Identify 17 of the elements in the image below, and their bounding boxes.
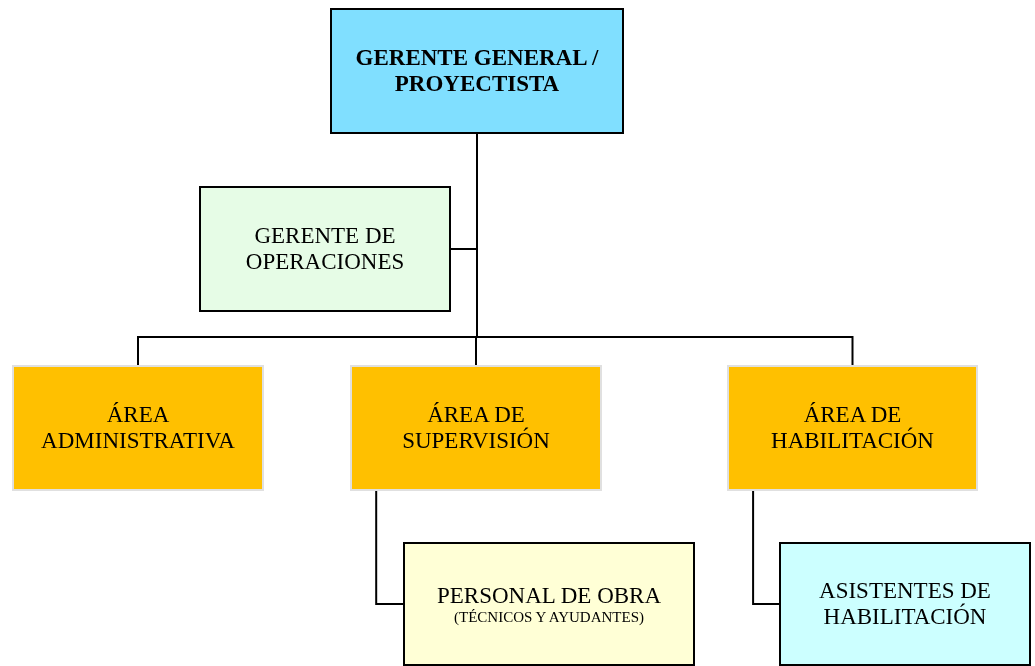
role-title: PERSONAL DE OBRA <box>435 582 663 609</box>
connector-line <box>375 490 404 605</box>
role-subtitle: (TÉCNICOS Y AYUDANTES) <box>453 608 645 626</box>
role-title: ÁREA DE SUPERVISIÓN <box>401 402 551 454</box>
team-box <box>403 542 695 666</box>
connector-line <box>752 490 780 605</box>
role-title: GERENTE DE OPERACIONES <box>244 223 406 275</box>
department-box <box>12 365 264 491</box>
department-box <box>727 365 978 491</box>
executive-box <box>330 8 624 134</box>
role-title: ÁREA ADMINISTRATIVA <box>40 402 236 454</box>
role-title: ÁREA DE HABILITACIÓN <box>770 402 935 454</box>
staff-box <box>199 186 451 312</box>
role-title: ASISTENTES DE HABILITACIÓN <box>818 578 992 630</box>
role-title: GERENTE GENERAL / PROYECTISTA <box>354 45 600 97</box>
team-box <box>779 542 1031 666</box>
department-box <box>350 365 602 491</box>
